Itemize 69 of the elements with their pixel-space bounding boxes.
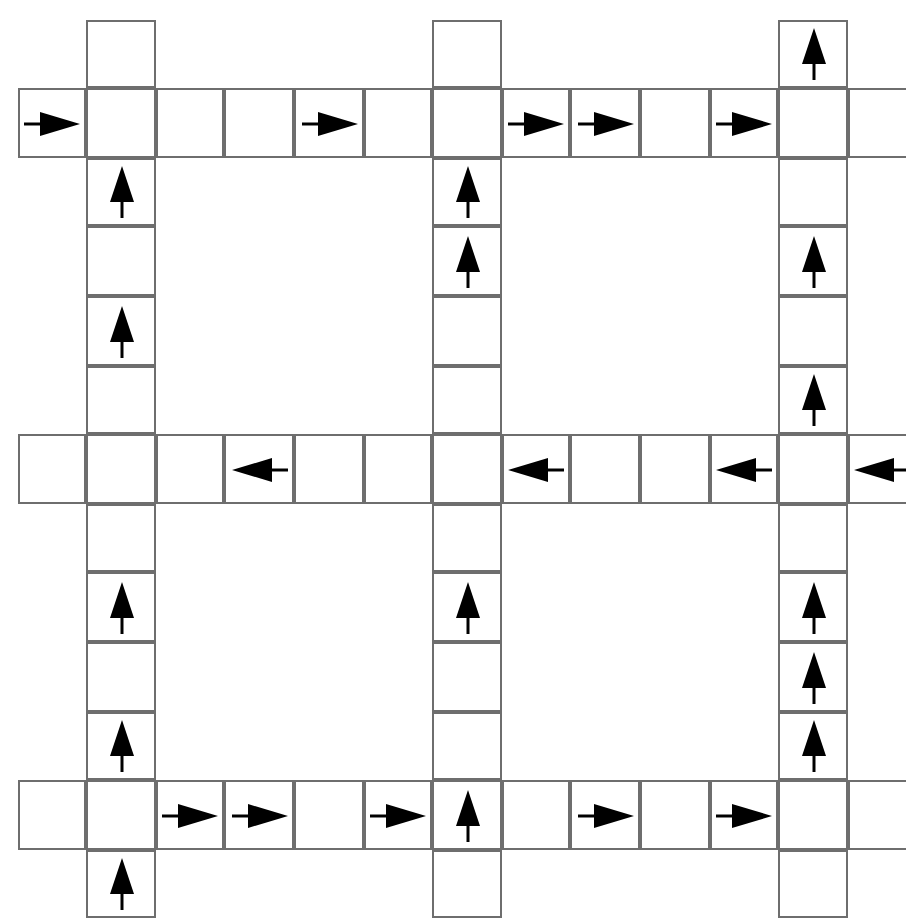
road-cell: [710, 88, 778, 158]
road-cell: [86, 712, 156, 780]
road-cell: [432, 158, 502, 226]
road-cell: [364, 88, 432, 158]
road-cell: [778, 88, 848, 158]
road-cell: [640, 88, 710, 158]
road-cell: [18, 780, 86, 850]
road-cell: [778, 434, 848, 504]
road-cell: [778, 642, 848, 712]
road-cell: [778, 296, 848, 366]
road-cell: [570, 88, 640, 158]
road-cell: [432, 20, 502, 88]
road-cell: [364, 434, 432, 504]
road-cell: [778, 158, 848, 226]
road-cell: [364, 780, 432, 850]
road-cell: [156, 88, 224, 158]
road-cell: [156, 780, 224, 850]
road-cell: [432, 850, 502, 918]
road-cell: [502, 434, 570, 504]
road-cell: [224, 88, 294, 158]
road-cell: [848, 88, 906, 158]
road-cell: [86, 296, 156, 366]
road-cell: [294, 780, 364, 850]
road-cell: [778, 504, 848, 572]
road-cell: [18, 88, 86, 158]
road-cell: [432, 712, 502, 780]
road-cell: [848, 434, 906, 504]
road-cell: [86, 226, 156, 296]
road-cell: [432, 642, 502, 712]
road-cell: [778, 366, 848, 434]
road-cell: [432, 780, 502, 850]
road-cell: [778, 712, 848, 780]
road-cell: [86, 850, 156, 918]
road-cell: [224, 780, 294, 850]
road-cell: [432, 226, 502, 296]
road-cell: [86, 88, 156, 158]
road-cell: [710, 434, 778, 504]
road-cell: [778, 226, 848, 296]
road-cell: [502, 88, 570, 158]
road-cell: [502, 780, 570, 850]
road-cell: [570, 780, 640, 850]
road-cell: [432, 88, 502, 158]
road-cell: [570, 434, 640, 504]
road-cell: [710, 780, 778, 850]
road-cell: [294, 434, 364, 504]
road-cell: [432, 434, 502, 504]
road-cell: [18, 434, 86, 504]
road-cell: [778, 572, 848, 642]
road-cell: [86, 434, 156, 504]
road-cell: [432, 504, 502, 572]
road-cell: [640, 434, 710, 504]
road-cell: [848, 780, 906, 850]
road-cell: [156, 434, 224, 504]
road-cell: [640, 780, 710, 850]
road-cell: [432, 366, 502, 434]
road-cell: [86, 158, 156, 226]
road-cell: [224, 434, 294, 504]
road-cell: [86, 366, 156, 434]
road-cell: [86, 20, 156, 88]
road-cell: [86, 780, 156, 850]
road-cell: [778, 20, 848, 88]
road-cell: [86, 642, 156, 712]
road-cell: [294, 88, 364, 158]
road-cell: [432, 296, 502, 366]
road-cell: [86, 504, 156, 572]
road-cell: [778, 780, 848, 850]
road-cell: [778, 850, 848, 918]
road-cell: [86, 572, 156, 642]
road-cell: [432, 572, 502, 642]
